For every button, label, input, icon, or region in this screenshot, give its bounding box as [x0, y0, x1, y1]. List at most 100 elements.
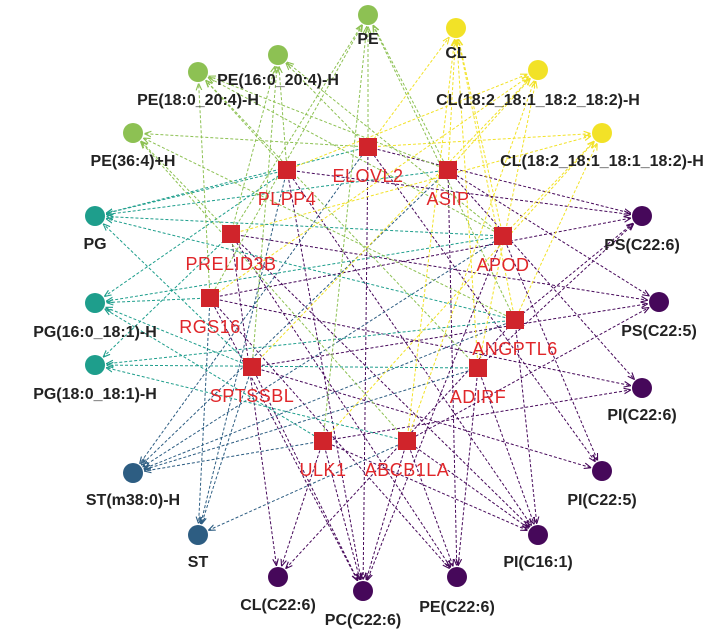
edge-ulk1-pi-c16-1 [322, 440, 527, 530]
edge-abcb1la-cl [406, 40, 455, 442]
lipid-node-cl-18-2-a[interactable] [528, 60, 548, 80]
edge-elovl2-pc-c22-6 [363, 146, 369, 579]
lipid-node-ps-c22-6[interactable] [632, 206, 652, 226]
gene-label-ulk1: ULK1 [299, 460, 346, 480]
edge-plpp4-pc-c22-6 [286, 169, 361, 579]
edge-angptl6-cl [458, 40, 516, 321]
edge-asip-cl [447, 40, 455, 171]
edge-sptssbl-ps-c22-5 [251, 304, 647, 368]
edge-abcb1la-ps-c22-5 [406, 308, 648, 442]
gene-node-sptssbl[interactable] [243, 358, 261, 376]
gene-node-elovl2[interactable] [359, 138, 377, 156]
lipid-node-st-m38-0[interactable] [123, 463, 143, 483]
gene-node-rgs16[interactable] [201, 289, 219, 307]
lipid-label-pg: PG [83, 236, 106, 253]
lipid-label-pe-36-4: PE(36:4)+H [91, 153, 176, 170]
gene-node-prelid3b[interactable] [222, 225, 240, 243]
lipid-label-pi-c22-6: PI(C22:6) [607, 407, 676, 424]
lipid-label-pi-c22-5: PI(C22:5) [567, 492, 636, 509]
lipid-node-pi-c16-1[interactable] [528, 525, 548, 545]
gene-label-prelid3b: PRELID3B [185, 254, 276, 274]
edge-asip-st-m38-0 [142, 169, 449, 465]
edge-elovl2-pe-36-4 [145, 134, 369, 148]
gene-node-angptl6[interactable] [506, 311, 524, 329]
lipid-node-pg[interactable] [85, 206, 105, 226]
edge-angptl6-pe [373, 26, 516, 321]
lipid-label-pg-16-0-18-1: PG(16:0_18:1)-H [33, 324, 157, 341]
gene-node-ulk1[interactable] [314, 432, 332, 450]
lipid-node-pe-18-0-20-4[interactable] [188, 62, 208, 82]
lipid-node-pc-c22-6[interactable] [353, 581, 373, 601]
gene-node-apod[interactable] [494, 227, 512, 245]
edge-asip-pe-18-0-20-4 [209, 76, 449, 171]
edge-plpp4-pi-c16-1 [286, 169, 531, 525]
lipid-label-cl-c22-6: CL(C22:6) [240, 597, 316, 614]
edge-prelid3b-ps-c22-5 [230, 233, 647, 300]
edge-rgs16-pi-c22-6 [209, 297, 630, 386]
edge-prelid3b-pe-36-4 [141, 142, 232, 235]
lipid-label-ps-c22-6: PS(C22:6) [604, 237, 680, 254]
edge-adirf-pg-18-0-18-1 [107, 365, 479, 369]
edge-angptl6-pi-c16-1 [514, 319, 537, 523]
edge-apod-pe-18-0-20-4 [209, 78, 504, 237]
gene-node-asip[interactable] [439, 161, 457, 179]
lipid-label-pe-18-0-20-4: PE(18:0_20:4)-H [137, 92, 259, 109]
edge-rgs16-pc-c22-6 [209, 297, 357, 580]
edge-apod-pg [107, 217, 504, 237]
edge-prelid3b-pg-18-0-18-1 [104, 233, 232, 357]
lipid-node-pg-18-0-18-1[interactable] [85, 355, 105, 375]
edge-elovl2-pe-16-0-20-4 [286, 64, 369, 148]
edge-asip-pi-c22-6 [447, 169, 634, 379]
edge-ulk1-st-m38-0 [145, 440, 324, 471]
lipid-node-cl[interactable] [446, 18, 466, 38]
edge-sptssbl-pg-16-0-18-1 [106, 308, 253, 368]
lipid-node-cl-c22-6[interactable] [268, 567, 288, 587]
edge-ulk1-cl-c22-6 [282, 440, 324, 566]
edge-apod-pg-16-0-18-1 [107, 235, 504, 301]
edge-asip-pg [107, 169, 449, 214]
lipid-label-pe-16-0-20-4: PE(16:0_20:4)-H [217, 72, 339, 89]
gene-label-elovl2: ELOVL2 [332, 166, 403, 186]
edge-apod-cl [459, 40, 504, 237]
lipid-node-pe[interactable] [358, 5, 378, 25]
edge-sptssbl-pe-16-0-20-4 [251, 67, 277, 368]
edge-plpp4-st [201, 169, 288, 523]
edge-asip-pe [374, 26, 449, 171]
gene-label-sptssbl: SPTSSBL [210, 386, 295, 406]
lipid-node-ps-c22-5[interactable] [649, 292, 669, 312]
edge-angptl6-ps-c22-6 [514, 224, 633, 321]
lipid-node-pe-16-0-20-4[interactable] [268, 45, 288, 65]
edge-apod-pi-c22-5 [502, 235, 597, 460]
lipid-label-pi-c16-1: PI(C16:1) [503, 554, 572, 571]
gene-label-adirf: ADIRF [450, 387, 507, 407]
lipid-label-pg-18-0-18-1: PG(18:0_18:1)-H [33, 386, 157, 403]
gene-label-rgs16: RGS16 [179, 317, 241, 337]
lipid-label-pe: PE [357, 31, 379, 48]
edge-asip-cl-18-2-a [447, 79, 530, 171]
lipid-node-pi-c22-5[interactable] [592, 461, 612, 481]
edge-ulk1-pg-16-0-18-1 [105, 309, 324, 442]
edge-rgs16-st [199, 297, 211, 523]
edge-rgs16-pe-18-0-20-4 [199, 84, 211, 299]
lipid-node-pi-c22-6[interactable] [632, 378, 652, 398]
gene-node-abcb1la[interactable] [398, 432, 416, 450]
gene-label-apod: APOD [476, 255, 529, 275]
lipid-node-pe-36-4[interactable] [123, 123, 143, 143]
lipid-node-cl-18-2-b[interactable] [592, 123, 612, 143]
edge-angptl6-st-m38-0 [144, 319, 516, 469]
gene-label-angptl6: ANGPTL6 [472, 339, 558, 359]
edge-asip-ps-c22-5 [447, 169, 649, 296]
gene-label-asip: ASIP [426, 189, 469, 209]
lipid-node-st[interactable] [188, 525, 208, 545]
gene-node-plpp4[interactable] [278, 161, 296, 179]
edge-sptssbl-cl-18-2-a [251, 79, 530, 368]
lipid-node-pg-16-0-18-1[interactable] [85, 293, 105, 313]
edge-adirf-st-m38-0 [144, 367, 479, 470]
lipid-label-ps-c22-5: PS(C22:5) [621, 323, 697, 340]
lipid-node-pe-c22-6[interactable] [447, 567, 467, 587]
gene-node-adirf[interactable] [469, 359, 487, 377]
lipid-label-pe-c22-6: PE(C22:6) [419, 599, 495, 616]
edge-abcb1la-pc-c22-6 [366, 440, 408, 579]
